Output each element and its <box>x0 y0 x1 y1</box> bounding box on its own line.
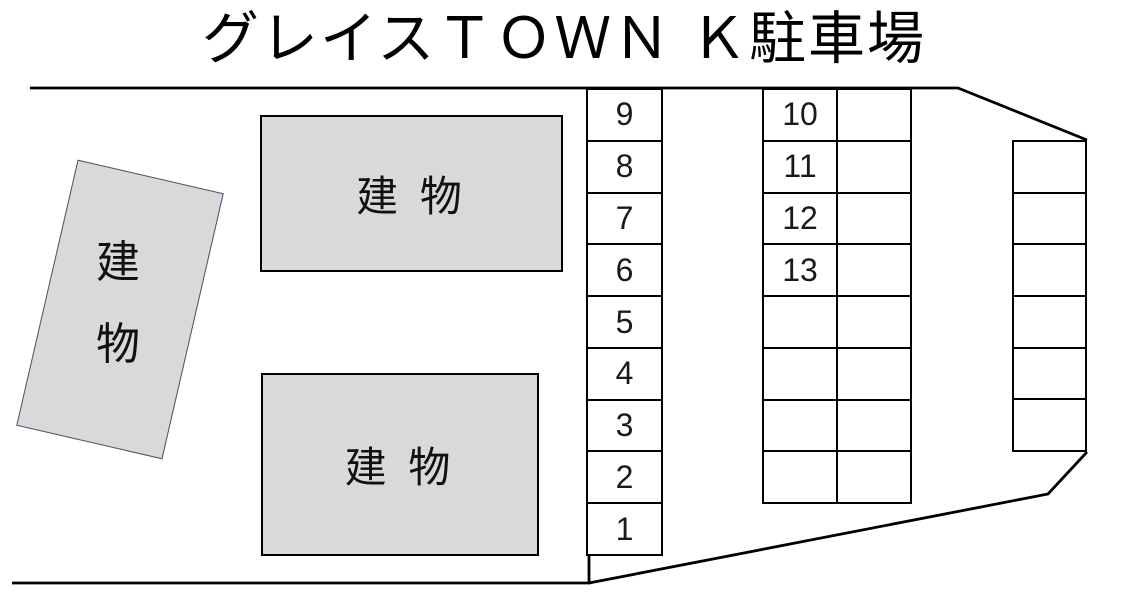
parking-space-unnumbered <box>1013 192 1086 245</box>
parking-space-1: 1 <box>587 503 662 556</box>
parking-space-unnumbered <box>837 399 911 452</box>
boundary-bottom-right-diagonal <box>588 451 1089 585</box>
parking-space-2: 2 <box>587 451 662 504</box>
parking-space-4: 4 <box>587 347 662 400</box>
parking-column-left: 9 8 7 6 5 4 3 2 1 <box>586 88 663 556</box>
parking-space-unnumbered <box>1013 244 1086 297</box>
building-upper: 建 物 <box>260 115 563 272</box>
parking-space-10: 10 <box>763 89 837 141</box>
building-upper-label: 建 物 <box>356 173 467 220</box>
building-lower-label: 建 物 <box>344 444 456 491</box>
parking-space-unnumbered <box>837 192 911 245</box>
parking-space-unnumbered <box>837 140 911 193</box>
parking-space-unnumbered <box>837 296 911 348</box>
boundary-top-line <box>30 86 1088 142</box>
parking-space-unnumbered <box>837 244 911 296</box>
parking-space-12: 12 <box>763 192 837 245</box>
parking-space-13: 13 <box>763 244 837 296</box>
parking-space-unnumbered <box>1013 296 1086 348</box>
parking-column-right <box>1012 140 1087 452</box>
parking-space-unnumbered <box>1013 347 1086 400</box>
parking-space-5: 5 <box>587 296 662 348</box>
parking-space-unnumbered <box>837 89 911 141</box>
parking-space-11: 11 <box>763 140 837 193</box>
parking-space-unnumbered <box>1013 399 1086 452</box>
parking-space-unnumbered <box>763 347 837 400</box>
parking-space-8: 8 <box>587 140 662 193</box>
parking-block-middle-right-subcolumn <box>837 89 911 503</box>
page-title: グレイスＴＯＷＮ Ｋ駐車場 <box>201 7 927 71</box>
parking-space-9: 9 <box>587 89 662 141</box>
parking-space-6: 6 <box>587 244 662 297</box>
parking-space-unnumbered <box>763 296 837 348</box>
parking-space-7: 7 <box>587 192 662 245</box>
boundary-bottom-line <box>12 556 591 585</box>
parking-space-unnumbered <box>763 399 837 452</box>
parking-space-3: 3 <box>587 399 662 452</box>
building-rotated-label-line2: 物 <box>96 320 140 369</box>
building-rotated-label-line1: 建 <box>96 238 140 287</box>
parking-space-unnumbered <box>837 347 911 400</box>
parking-space-unnumbered <box>1013 141 1086 193</box>
parking-block-middle-left-subcolumn: 10 11 12 13 <box>763 89 837 503</box>
building-rotated-label: 建 物 <box>91 222 145 386</box>
parking-block-middle: 10 11 12 13 <box>762 88 912 504</box>
parking-space-unnumbered <box>837 451 911 503</box>
building-lower: 建 物 <box>261 373 539 556</box>
parking-space-unnumbered <box>763 451 837 503</box>
